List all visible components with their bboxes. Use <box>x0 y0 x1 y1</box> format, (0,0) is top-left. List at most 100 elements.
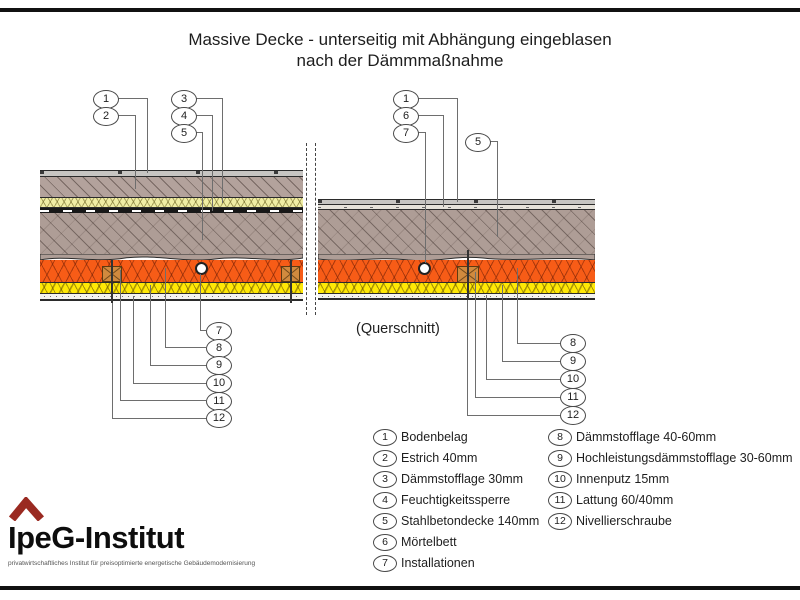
section-cut-line <box>315 143 316 315</box>
leader-line <box>457 98 458 202</box>
leader-line <box>195 98 222 99</box>
leader-line <box>150 285 151 365</box>
nivellierschraube-screw <box>111 260 113 303</box>
legend-label: Mörtelbett <box>401 535 457 549</box>
layer-bodenbelag <box>40 170 303 177</box>
cross-section-label: (Querschnitt) <box>356 321 440 337</box>
leader-line <box>200 330 206 331</box>
leader-line <box>425 132 426 263</box>
section-cut-line <box>306 143 307 315</box>
legend-label: Installationen <box>401 556 475 570</box>
legend-label: Dämmstofflage 30mm <box>401 472 524 486</box>
legend-label: Feuchtigkeitssperre <box>401 493 511 507</box>
leader-line <box>165 268 166 347</box>
callout-2: 2 <box>93 107 119 126</box>
legend-num: 11 <box>548 492 572 509</box>
roof-icon <box>8 497 44 521</box>
leader-line <box>486 379 560 380</box>
concrete-insulation-wave-boundary <box>318 254 595 262</box>
leader-line <box>417 132 425 133</box>
legend-label: Nivellierschraube <box>576 514 672 528</box>
leader-line <box>200 274 201 330</box>
page-subtitle: nach der Dämmmaßnahme <box>296 51 504 70</box>
leader-line <box>417 98 457 99</box>
callout-8: 8 <box>560 334 586 353</box>
callout-1: 1 <box>393 90 419 109</box>
legend-num: 8 <box>548 429 572 446</box>
drawing-longitudinal-section <box>40 168 303 308</box>
legend-label: Bodenbelag <box>401 430 468 444</box>
legend-num: 5 <box>373 513 397 530</box>
nivellierschraube-screw <box>467 250 469 300</box>
callout-7: 7 <box>393 124 419 143</box>
leader-line <box>222 98 223 203</box>
layer-moertelbett <box>318 205 595 210</box>
leader-line <box>417 115 443 116</box>
layer-daemmstofflage-eingeblasen <box>40 260 303 282</box>
moertelbett-ticks <box>318 206 595 208</box>
page-title: Massive Decke - unterseitig mit Abhängun… <box>188 30 612 49</box>
layer-bodenbelag <box>318 199 595 205</box>
layer-hochleistungsdaemmstoff <box>40 282 303 293</box>
innenputz-micro-text <box>44 296 299 298</box>
leader-line <box>443 115 444 207</box>
layer-innenputz <box>318 293 595 300</box>
leader-line <box>202 132 203 240</box>
leader-line <box>486 295 487 379</box>
layer-hochleistungsdaemmstoff <box>318 282 595 293</box>
legend-num: 2 <box>373 450 397 467</box>
leader-line <box>135 115 136 189</box>
callout-9: 9 <box>560 352 586 371</box>
leader-line <box>133 383 206 384</box>
legend-label: Hochleistungsdämmstofflage 30-60mm <box>576 451 793 465</box>
logo-tagline: privatwirtschaftliches Institut für prei… <box>8 560 256 567</box>
legend-label: Innenputz 15mm <box>576 472 670 486</box>
legend-num: 1 <box>373 429 397 446</box>
drawing-cross-section <box>318 197 595 300</box>
leader-line <box>467 415 560 416</box>
membrane-dashes <box>40 210 303 212</box>
leader-line <box>195 132 202 133</box>
layer-feuchtigkeitssperre <box>40 208 303 213</box>
leader-line <box>467 300 468 415</box>
legend-label: Dämmstofflage 40-60mm <box>576 430 717 444</box>
leader-line <box>117 115 135 116</box>
leader-line <box>497 141 498 237</box>
callout-12: 12 <box>206 409 232 428</box>
leader-line <box>517 343 560 344</box>
legend-num: 9 <box>548 450 572 467</box>
leader-line <box>120 270 121 400</box>
layer-daemmstofflage-eingeblasen <box>318 260 595 282</box>
layer-stahlbetondecke <box>40 213 303 254</box>
legend-label: Lattung 60/40mm <box>576 493 674 507</box>
callout-10: 10 <box>206 374 232 393</box>
leader-line <box>212 115 213 211</box>
leader-line <box>475 272 476 397</box>
leader-line <box>117 98 147 99</box>
layer-estrich <box>40 177 303 198</box>
legend-num: 12 <box>548 513 572 530</box>
legend-num: 7 <box>373 555 397 572</box>
leader-line <box>502 361 560 362</box>
leader-line <box>120 400 206 401</box>
callout-5: 5 <box>465 133 491 152</box>
layer-stahlbetondecke <box>318 210 595 254</box>
installation-pipe <box>418 262 431 275</box>
legend-num: 6 <box>373 534 397 551</box>
callout-10: 10 <box>560 370 586 389</box>
leader-line <box>112 418 206 419</box>
bottom-rule <box>0 586 800 590</box>
leader-line <box>502 285 503 361</box>
leader-line <box>147 98 148 173</box>
callout-11: 11 <box>560 388 586 407</box>
leader-line <box>517 268 518 343</box>
installation-pipe <box>195 262 208 275</box>
leader-line <box>165 347 206 348</box>
callout-5: 5 <box>171 124 197 143</box>
legend-num: 4 <box>373 492 397 509</box>
callout-9: 9 <box>206 356 232 375</box>
innenputz-micro-text <box>322 295 591 297</box>
legend-num: 10 <box>548 471 572 488</box>
legend-label: Stahlbetondecke 140mm <box>401 514 540 528</box>
